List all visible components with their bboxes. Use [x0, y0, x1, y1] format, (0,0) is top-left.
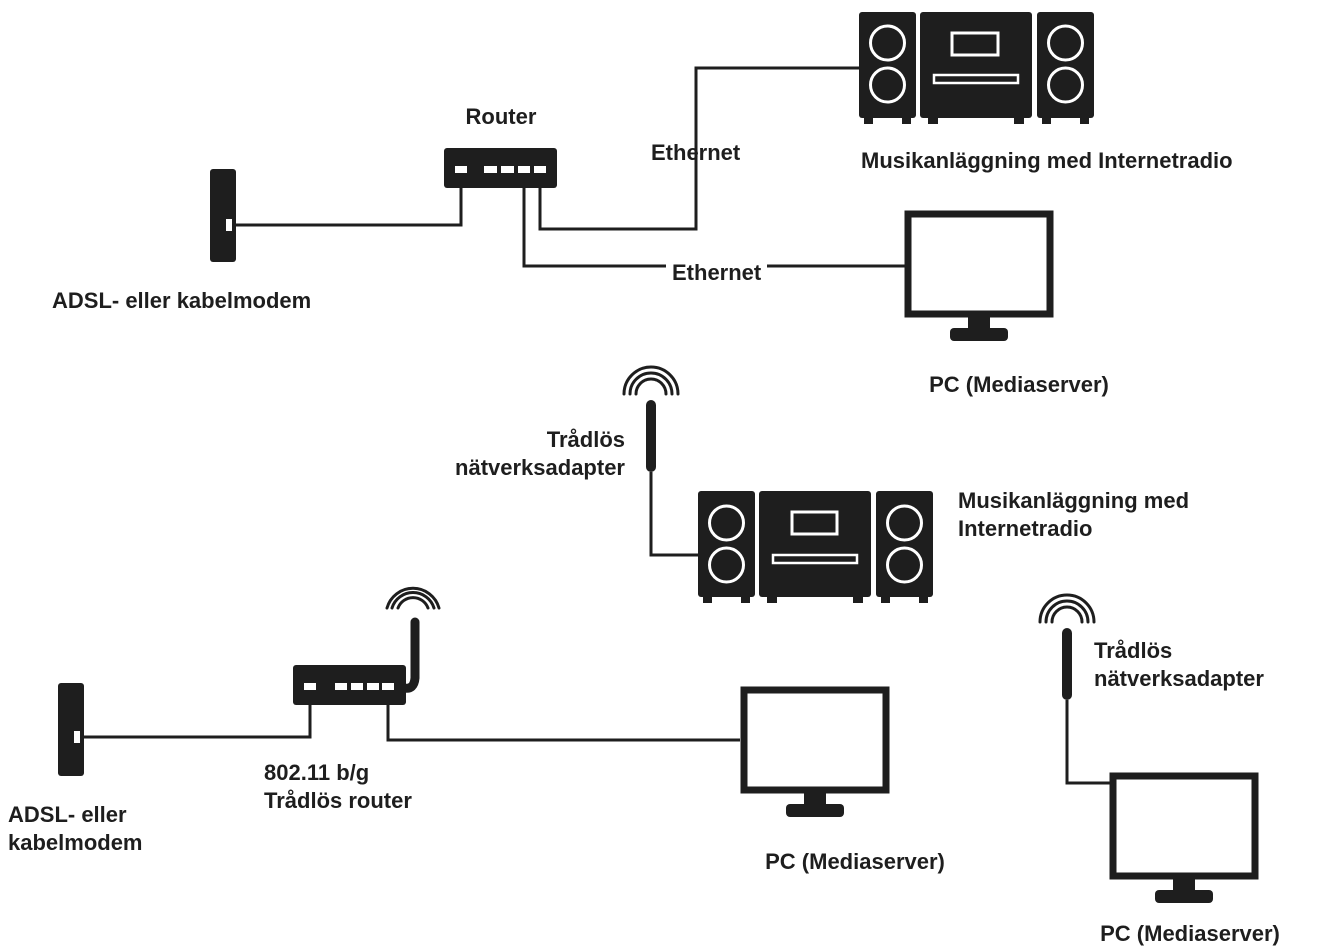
cable-wireless-router-pc	[386, 692, 740, 742]
top-ethernet-stereo-label: Ethernet	[651, 140, 741, 165]
pc2-adapter-label-line2: nätverksadapter	[1094, 666, 1264, 691]
cable-adapter-pc2	[1065, 700, 1115, 785]
bottom-stereo-label-line2: Internetradio	[958, 516, 1093, 541]
bottom-modem-label: ADSL- eller kabelmodem	[8, 801, 143, 857]
cable-router-pc	[522, 170, 905, 268]
top-pc-label: PC (Mediaserver)	[929, 372, 1109, 397]
cable-router-stereo	[538, 66, 862, 231]
bottom-stereo-adapter	[622, 365, 680, 472]
cable-adapter-stereo	[649, 472, 700, 557]
bottom-stereo	[698, 491, 933, 603]
bottom-stereo-label-line1: Musikanläggning med	[958, 488, 1190, 513]
top-ethernet-pc-label: Ethernet	[666, 259, 768, 287]
bottom-cables	[78, 472, 1115, 785]
top-modem-label: ADSL- eller kabelmodem	[52, 288, 312, 313]
wireless-router-label: 802.11 b/g Trådlös router	[264, 759, 412, 815]
stereo-adapter-label-line2: nätverksadapter	[455, 455, 625, 480]
top-router-label: Router	[465, 104, 537, 129]
pc2-adapter-label-line1: Trådlös	[1094, 638, 1173, 663]
bottom-pc2-adapter	[1038, 593, 1096, 700]
cable-modem-wireless-router	[78, 692, 312, 739]
stereo-adapter-label: Trådlös nätverksadapter	[380, 426, 625, 482]
bottom-pc2-label: PC (Mediaserver)	[1100, 921, 1280, 946]
pc2-adapter-label: Trådlös nätverksadapter	[1094, 637, 1264, 693]
bottom-pc2-monitor	[1109, 772, 1259, 903]
cable-modem-router	[230, 170, 463, 227]
top-pc-monitor	[904, 210, 1054, 341]
bottom-pc-label: PC (Mediaserver)	[765, 849, 945, 874]
bottom-wireless-router	[293, 586, 441, 705]
wireless-router-label-line1: 802.11 b/g	[264, 760, 370, 785]
bottom-modem	[58, 683, 84, 776]
bottom-modem-label-line1: ADSL- eller	[8, 802, 127, 827]
bottom-pc-monitor	[740, 686, 890, 817]
bottom-stereo-label: Musikanläggning med Internetradio	[958, 487, 1189, 543]
top-modem	[210, 169, 236, 262]
top-router	[444, 148, 557, 188]
stereo-adapter-label-line1: Trådlös	[546, 427, 625, 452]
top-cables	[230, 66, 905, 268]
bottom-modem-label-line2: kabelmodem	[8, 830, 143, 855]
top-stereo	[859, 12, 1094, 124]
top-stereo-label: Musikanläggning med Internetradio	[861, 148, 1233, 173]
wireless-router-label-line2: Trådlös router	[264, 788, 412, 813]
